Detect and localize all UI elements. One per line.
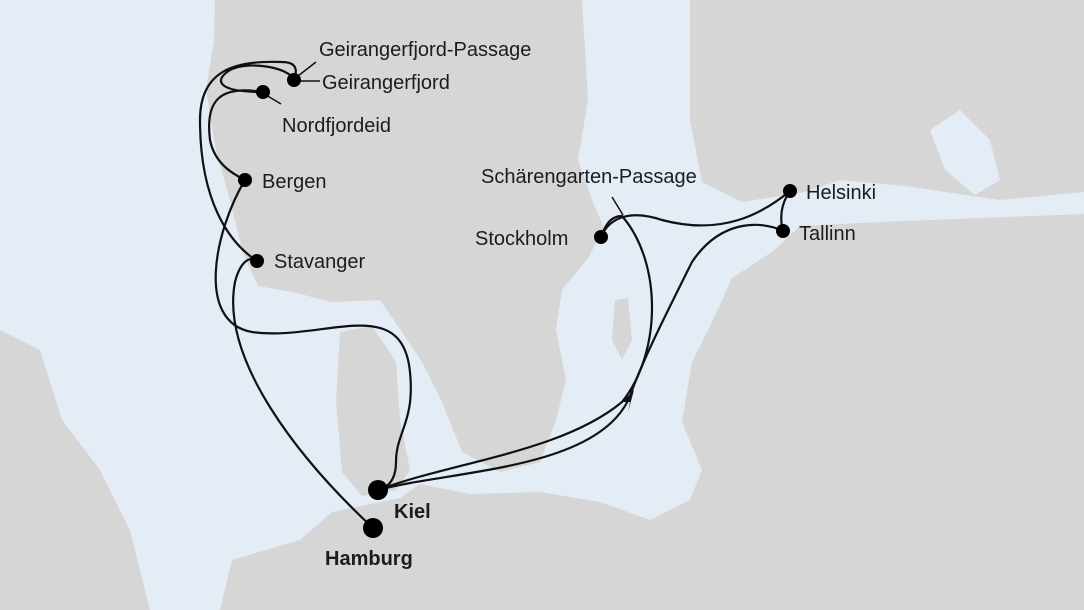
port-labels: Geirangerfjord-Passage Geirangerfjord No… <box>262 39 876 570</box>
route-tallinn-kiel <box>377 223 784 492</box>
port-marker-bergen[interactable] <box>238 173 252 187</box>
port-marker-geirangerfjord[interactable] <box>287 73 301 87</box>
port-marker-nordfjordeid[interactable] <box>256 85 270 99</box>
land-gotland <box>612 298 632 360</box>
sea-lake-ladoga <box>930 110 1000 195</box>
route-nordfjordeid-bergen <box>208 89 264 181</box>
port-marker-kiel[interactable] <box>368 480 388 500</box>
land-britain <box>0 330 150 610</box>
label-geirangerfjord-passage: Geirangerfjord-Passage <box>319 39 531 61</box>
land-finland <box>690 0 1084 202</box>
label-bergen: Bergen <box>262 171 327 193</box>
port-markers <box>238 73 797 538</box>
route-geiranger-nordfjordeid <box>219 64 296 94</box>
direction-arrow-icon <box>622 390 634 412</box>
label-kiel: Kiel <box>394 501 431 523</box>
leader-schaerengarten <box>611 196 624 216</box>
port-marker-tallinn[interactable] <box>776 224 790 238</box>
port-marker-helsinki[interactable] <box>783 184 797 198</box>
land-denmark <box>336 326 410 496</box>
leader-geirangerfjord-passage <box>297 61 317 77</box>
label-hamburg: Hamburg <box>325 548 413 570</box>
route-bergen-kiel <box>214 179 412 492</box>
route-stockholm-helsinki <box>599 190 791 238</box>
port-marker-hamburg[interactable] <box>363 518 383 538</box>
land-scandinavia <box>206 0 604 472</box>
leader-lines <box>265 61 624 216</box>
label-tallinn: Tallinn <box>799 223 856 245</box>
label-helsinki: Helsinki <box>806 182 876 204</box>
land-continent <box>220 214 1084 610</box>
route-stavanger-geiranger <box>198 60 297 262</box>
label-nordfjordeid: Nordfjordeid <box>282 115 391 137</box>
port-marker-stavanger[interactable] <box>250 254 264 268</box>
label-stavanger: Stavanger <box>274 251 366 273</box>
route-hamburg-stavanger <box>232 257 374 529</box>
leader-nordfjordeid <box>265 94 282 105</box>
label-geirangerfjord: Geirangerfjord <box>322 72 450 94</box>
label-schaerengarten-passage: Schärengarten-Passage <box>481 166 697 188</box>
port-marker-stockholm[interactable] <box>594 230 608 244</box>
label-stockholm: Stockholm <box>475 228 568 250</box>
